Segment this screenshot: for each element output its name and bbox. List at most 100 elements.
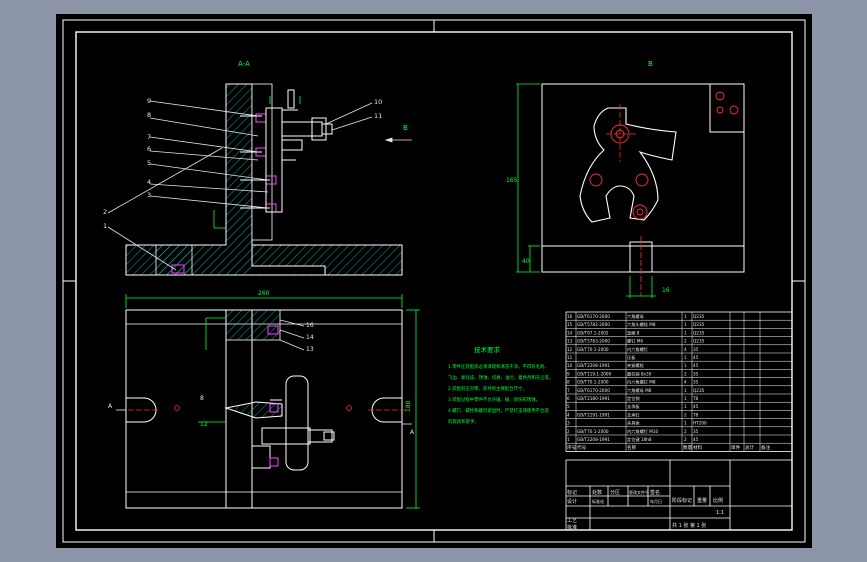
view-b-arrow <box>384 137 412 143</box>
bom-cell-mat: 35 <box>693 380 699 385</box>
bom-cell-no: 5 <box>567 404 570 409</box>
bom-cell-mat: 35 <box>693 347 699 352</box>
plan-height-dim: 180 <box>405 400 412 412</box>
bom-cell-mat: 45 <box>693 437 699 442</box>
bom-cell-qty: 1 <box>684 388 687 393</box>
bom-cell-mat: HT200 <box>693 421 707 426</box>
side-bracket <box>709 83 745 133</box>
balloon-2: 2 <box>103 208 107 216</box>
notes-line-6: 的旋具和扳手。 <box>448 418 479 425</box>
balloon-7: 7 <box>147 133 151 141</box>
bom-cell-qty: 2 <box>684 412 687 417</box>
bom-cell-name: 六角螺母 M8 <box>627 387 652 394</box>
bom-cell-name: 六角螺母 <box>627 313 644 320</box>
bom-cell-name: 六角头螺栓 M8 <box>627 321 656 328</box>
sheet-background <box>56 14 812 548</box>
notes-line-2: 飞边、氧化皮、锈蚀、切屑、油污、着色剂和灰尘等。 <box>448 374 553 381</box>
bom-header-cell: 材料 <box>693 444 703 451</box>
side-workpiece <box>579 107 677 223</box>
tb-design: 设计 <box>567 498 577 505</box>
bom-cell-no: 12 <box>567 347 573 352</box>
bom-cell-no: 3 <box>567 421 570 426</box>
bom-cell-qty: 2 <box>684 429 687 434</box>
balloon-4: 4 <box>147 178 151 186</box>
bom-cell-qty: 1 <box>684 355 687 360</box>
bom-cell-mat: Q235 <box>693 322 705 327</box>
front-view-title: A-A <box>238 60 250 68</box>
bom-cell-name: 螺钉 M6 <box>627 338 643 345</box>
bom-cell-qty: 1 <box>684 421 687 426</box>
notes-line-5: 4.螺钉、螺栓和螺母紧固时，严禁打击或使用不合适 <box>448 407 549 414</box>
tb-mark: 标记 <box>567 489 577 496</box>
bom-cell-name: 垫圈 8 <box>627 329 640 336</box>
bom-cell-name: 支承钉 <box>627 411 640 418</box>
bom-header-cell: 备注 <box>761 444 771 451</box>
tb-scale: 比例 <box>713 497 723 504</box>
balloon-8: 8 <box>147 111 151 119</box>
bom-cell-no: 4 <box>567 412 570 417</box>
section-mark-right: A <box>410 429 415 436</box>
bom-cell-qty: 2 <box>684 371 687 376</box>
bom-cell-no: 13 <box>567 339 573 344</box>
bom-cell-qty: 2 <box>684 339 687 344</box>
tb-standard: 标准化 <box>592 498 604 504</box>
centering-marks <box>63 20 805 542</box>
front-leaders <box>107 100 373 271</box>
bom-cell-code: GB/T70.1-2000 <box>577 380 609 385</box>
bom-cell-code: GB/T70.1-2000 <box>577 347 609 352</box>
title-block <box>565 459 793 531</box>
tb-approve: 批准 <box>567 524 577 531</box>
bom-cell-mat: 45 <box>693 355 699 360</box>
bom-cell-qty: 4 <box>684 347 687 352</box>
balloon-6: 6 <box>147 145 151 153</box>
bom-cell-code: GB/T5782-2000 <box>577 322 610 327</box>
front-clamp-assembly <box>240 89 333 213</box>
side-view: B <box>506 60 745 298</box>
bom-header-cell: 序号 <box>567 444 577 451</box>
bom-cell-mat: Q235 <box>693 339 705 344</box>
side-bracket-holes <box>715 91 739 115</box>
section-marks <box>116 409 412 425</box>
bom-cell-code: GB/T6170-2000 <box>577 388 610 393</box>
bom-cell-no: 7 <box>567 388 570 393</box>
side-base-dim: 40 <box>522 258 530 265</box>
bom-header-cell: 名称 <box>627 444 637 451</box>
balloon-10: 10 <box>374 98 382 106</box>
bom-cell-name: 压板 <box>627 354 636 361</box>
notes-title: 技术要求 <box>474 345 501 354</box>
bom-cell-name: 定位销 <box>627 395 640 402</box>
tb-date: 年月日 <box>650 498 662 504</box>
bom-cell-mat: 45 <box>693 363 699 368</box>
bom-cell-qty: 4 <box>684 380 687 385</box>
front-dimension-green <box>213 96 301 229</box>
bom-cell-qty: 1 <box>684 404 687 409</box>
side-dimensions <box>516 83 656 298</box>
bom-cell-code: GB/T5783-2000 <box>577 339 610 344</box>
bom-cell-name: 内六角螺钉 <box>627 346 649 353</box>
bom-cell-code: GB/T2208-1991 <box>577 363 610 368</box>
balloon-5: 5 <box>147 159 151 167</box>
balloon-1: 1 <box>103 222 107 230</box>
bom-cell-mat: Q235 <box>693 314 705 319</box>
bom-cell-no: 14 <box>567 330 573 335</box>
bom-header-cell: 总计 <box>745 444 755 451</box>
front-balloon-labels: 9 8 7 6 5 4 3 2 1 10 11 <box>103 97 382 230</box>
bom-cell-name: 支承板 <box>627 403 640 410</box>
balloon-11: 11 <box>374 112 382 120</box>
bom-cell-code: GB/T70.1-2000 <box>577 429 609 434</box>
notes-line-4: 3.装配过程中零件不允许磕、碰、划伤和锈蚀。 <box>448 396 540 403</box>
tb-sheet: 共 1 张 第 1 张 <box>672 522 706 529</box>
bom-cell-qty: 1 <box>684 396 687 401</box>
bom-cell-mat: Q235 <box>693 388 705 393</box>
bom-cell-mat: 35 <box>693 429 699 434</box>
tb-process: 工艺 <box>567 518 577 524</box>
bom-cell-code: GB/T2191-1991 <box>577 412 610 417</box>
tb-count: 处数 <box>592 489 602 496</box>
bom-cell-name: 圆柱销 8x30 <box>627 370 652 377</box>
side-height-dim: 165 <box>506 177 518 184</box>
bom-cell-no: 6 <box>567 396 570 401</box>
balloon-14: 14 <box>306 334 314 341</box>
tb-zone: 分区 <box>610 489 620 496</box>
bom-cell-code: GB/T6170-2000 <box>577 314 610 319</box>
